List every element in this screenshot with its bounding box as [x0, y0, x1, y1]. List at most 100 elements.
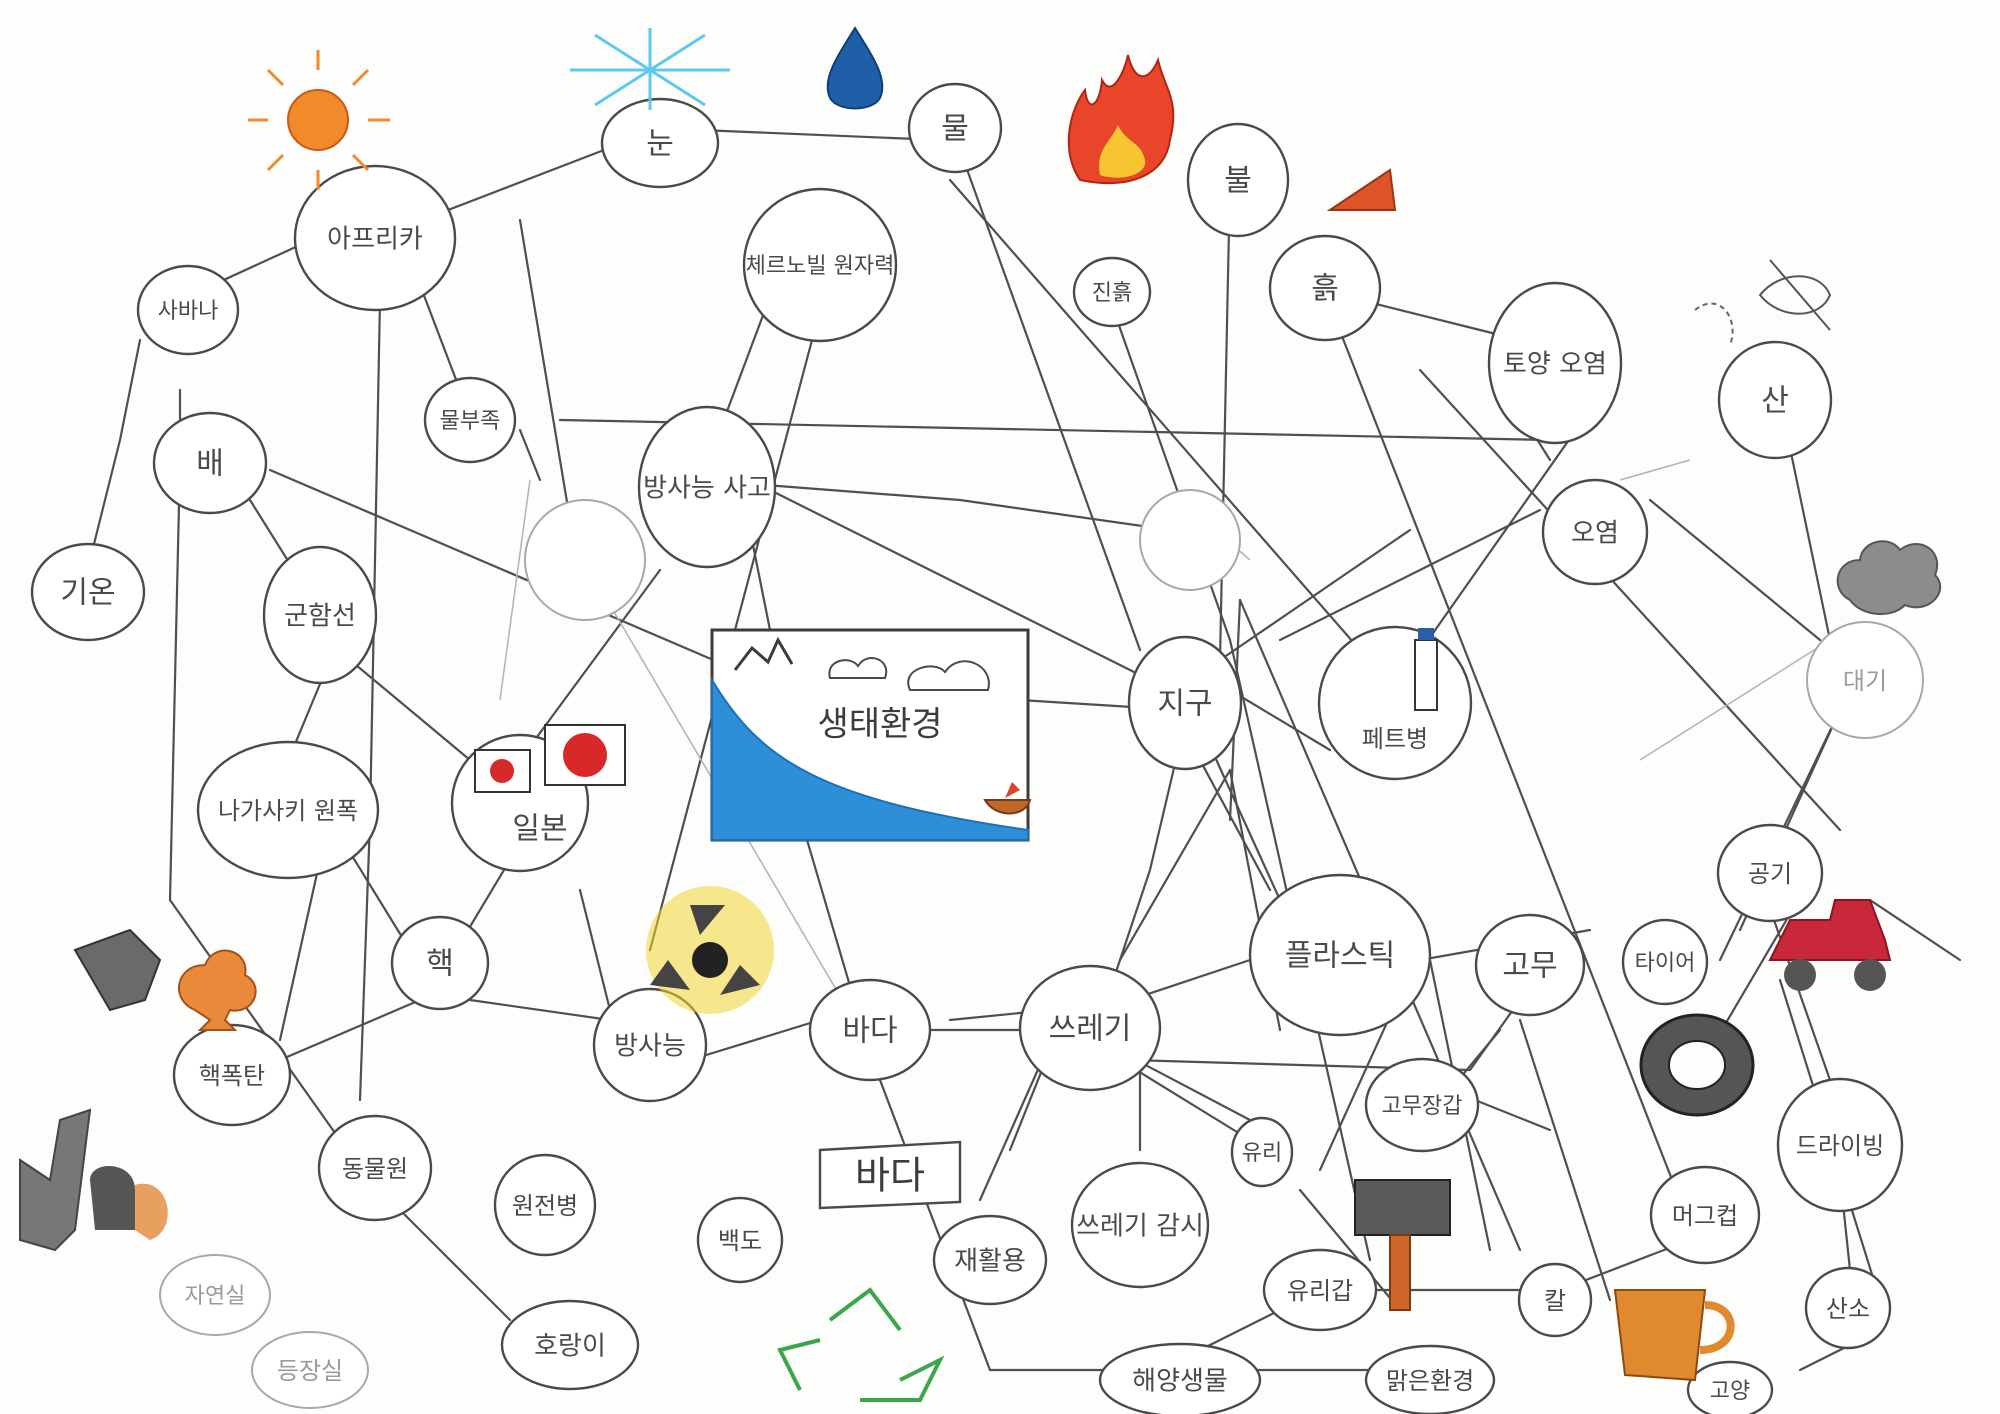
node-jayeonsil: 자연실: [159, 1254, 271, 1336]
node-label: 아프리카: [327, 225, 423, 255]
node-label: 군함선: [284, 602, 356, 632]
node-plastic[interactable]: 플라스틱: [1248, 873, 1432, 1037]
node-label: 대기: [1843, 667, 1887, 695]
node-label: 드라이빙: [1796, 1132, 1884, 1160]
node-label: 물부족: [440, 409, 501, 434]
node-label: 오염: [1571, 519, 1619, 549]
node-label: 불: [1224, 164, 1252, 199]
node-label: 바다: [855, 1154, 925, 1198]
node-label: 고무: [1502, 949, 1557, 984]
node-label: 배: [196, 447, 224, 482]
node-africa[interactable]: 아프리카: [293, 164, 457, 312]
center-label: 생태환경: [817, 705, 942, 745]
waterdrop-icon: [826, 26, 884, 110]
node-chernobyl[interactable]: 체르노빌 원자력: [742, 187, 898, 343]
sun-icon: [248, 50, 390, 190]
node-sseuregi-gamsi[interactable]: 쓰레기 감시: [1070, 1161, 1210, 1289]
node-label: 바다: [842, 1014, 897, 1049]
node-label: 핵: [426, 947, 454, 982]
node-toyang[interactable]: 토양 오염: [1487, 281, 1623, 445]
node-gonggi[interactable]: 공기: [1716, 823, 1824, 923]
node-mulbukkot[interactable]: 물부족: [423, 376, 517, 464]
node-magkeop[interactable]: 머그컵: [1649, 1165, 1761, 1265]
node-label: 등장실: [277, 1357, 343, 1385]
node-label: 토양 오염: [1503, 350, 1607, 380]
node-label: 산: [1761, 384, 1789, 419]
faint-connections: [499, 459, 1831, 1031]
node-nun[interactable]: 눈: [600, 97, 720, 189]
node-jigu[interactable]: 지구: [1127, 635, 1243, 771]
mug-icon: [1613, 1289, 1735, 1382]
node-goaji[interactable]: 고양: [1686, 1360, 1774, 1414]
node-label: 눈: [646, 127, 674, 162]
node-malgeunhwangyeong[interactable]: 맑은환경: [1364, 1344, 1496, 1414]
node-giwon[interactable]: 기온: [30, 542, 146, 642]
node-label: 해양생물: [1132, 1367, 1228, 1397]
node-label: 진흙: [1092, 281, 1132, 306]
node-gomuyeong[interactable]: 고무장갑: [1364, 1057, 1480, 1153]
node-label: 체르노빌 원자력: [746, 254, 895, 279]
node-label: 공기: [1748, 860, 1792, 888]
node-jaehwalyong[interactable]: 재활용: [932, 1214, 1048, 1306]
node-label: 쓰레기 감시: [1076, 1212, 1204, 1242]
node-haekpokhan[interactable]: 핵폭탄: [172, 1023, 292, 1127]
node-label: 핵폭탄: [199, 1062, 265, 1090]
node-haeyang[interactable]: 해양생물: [1098, 1342, 1262, 1414]
node-bada[interactable]: 바다: [808, 978, 932, 1082]
node-jinhuk[interactable]: 진흙: [1072, 256, 1152, 328]
node-hoengi[interactable]: 호랑이: [500, 1299, 640, 1391]
node-nagasaki[interactable]: 나가사키 원폭: [196, 740, 380, 880]
node-taieo[interactable]: 타이어: [1621, 918, 1709, 1006]
node-label: 호랑이: [534, 1332, 606, 1362]
node-yurigap[interactable]: 유리갑: [1262, 1248, 1378, 1332]
node-label: 원전병: [512, 1192, 578, 1220]
node-label: 동물원: [342, 1155, 408, 1183]
node-wonjeon[interactable]: 원전병: [493, 1153, 597, 1257]
node-gunhamseon[interactable]: 군함선: [262, 545, 378, 685]
node-dongmul[interactable]: 동물원: [317, 1114, 433, 1222]
node-label: 방사능 사고: [643, 474, 771, 504]
node-bangsaneung-sago[interactable]: 방사능 사고: [637, 405, 777, 569]
node-label: 방사능: [614, 1032, 686, 1062]
node-label: 일본: [512, 812, 567, 847]
node-haek[interactable]: 핵: [390, 915, 490, 1011]
tire-icon: [1639, 1013, 1755, 1117]
node-label: 유리갑: [1287, 1277, 1353, 1305]
leaf-icon: [1694, 259, 1832, 346]
node-baekdo[interactable]: 백도: [696, 1196, 784, 1284]
node-heuk[interactable]: 흙: [1268, 234, 1382, 342]
node-daegi[interactable]: 대기: [1806, 621, 1924, 739]
node-bangsaneung[interactable]: 방사능: [592, 987, 708, 1103]
node-petbyeong[interactable]: 페트병: [1317, 625, 1473, 781]
node-deurai[interactable]: 드라이빙: [1776, 1077, 1904, 1213]
node-sseuregi[interactable]: 쓰레기: [1018, 964, 1162, 1092]
explosion-icon: [73, 928, 257, 1031]
car-icon: [1768, 899, 1892, 991]
node-oyeom[interactable]: 오염: [1541, 478, 1649, 586]
node-label: 물: [941, 112, 969, 147]
node-deungjangsil: 등장실: [251, 1331, 369, 1409]
node-san[interactable]: 산: [1717, 340, 1833, 460]
node-kal[interactable]: 칼: [1517, 1262, 1593, 1338]
hammer-icon: [1354, 1179, 1451, 1311]
node-bae[interactable]: 배: [152, 411, 268, 515]
node-label: 사바나: [158, 299, 219, 324]
center-topic-box[interactable]: 생태환경: [710, 628, 1032, 842]
node-label: 플라스틱: [1285, 939, 1395, 974]
snowflake-icon: [570, 28, 730, 110]
node-label: 유리: [1242, 1141, 1282, 1166]
node-yuri[interactable]: 유리: [1230, 1116, 1294, 1188]
node-label: 자연실: [185, 1284, 246, 1309]
node-bul[interactable]: 불: [1186, 122, 1290, 238]
node-mul[interactable]: 물: [907, 82, 1003, 174]
node-bada-box[interactable]: 바다: [818, 1140, 962, 1210]
node-label: 페트병: [1362, 725, 1428, 753]
node-label: 산소: [1826, 1295, 1870, 1323]
node-label: 흙: [1311, 272, 1339, 307]
node-label: 맑은환경: [1386, 1367, 1474, 1395]
node-gomu[interactable]: 고무: [1474, 913, 1586, 1017]
node-sanso[interactable]: 산소: [1804, 1266, 1892, 1350]
node-savanna[interactable]: 사바나: [136, 264, 240, 356]
node-label: 백도: [718, 1227, 762, 1255]
